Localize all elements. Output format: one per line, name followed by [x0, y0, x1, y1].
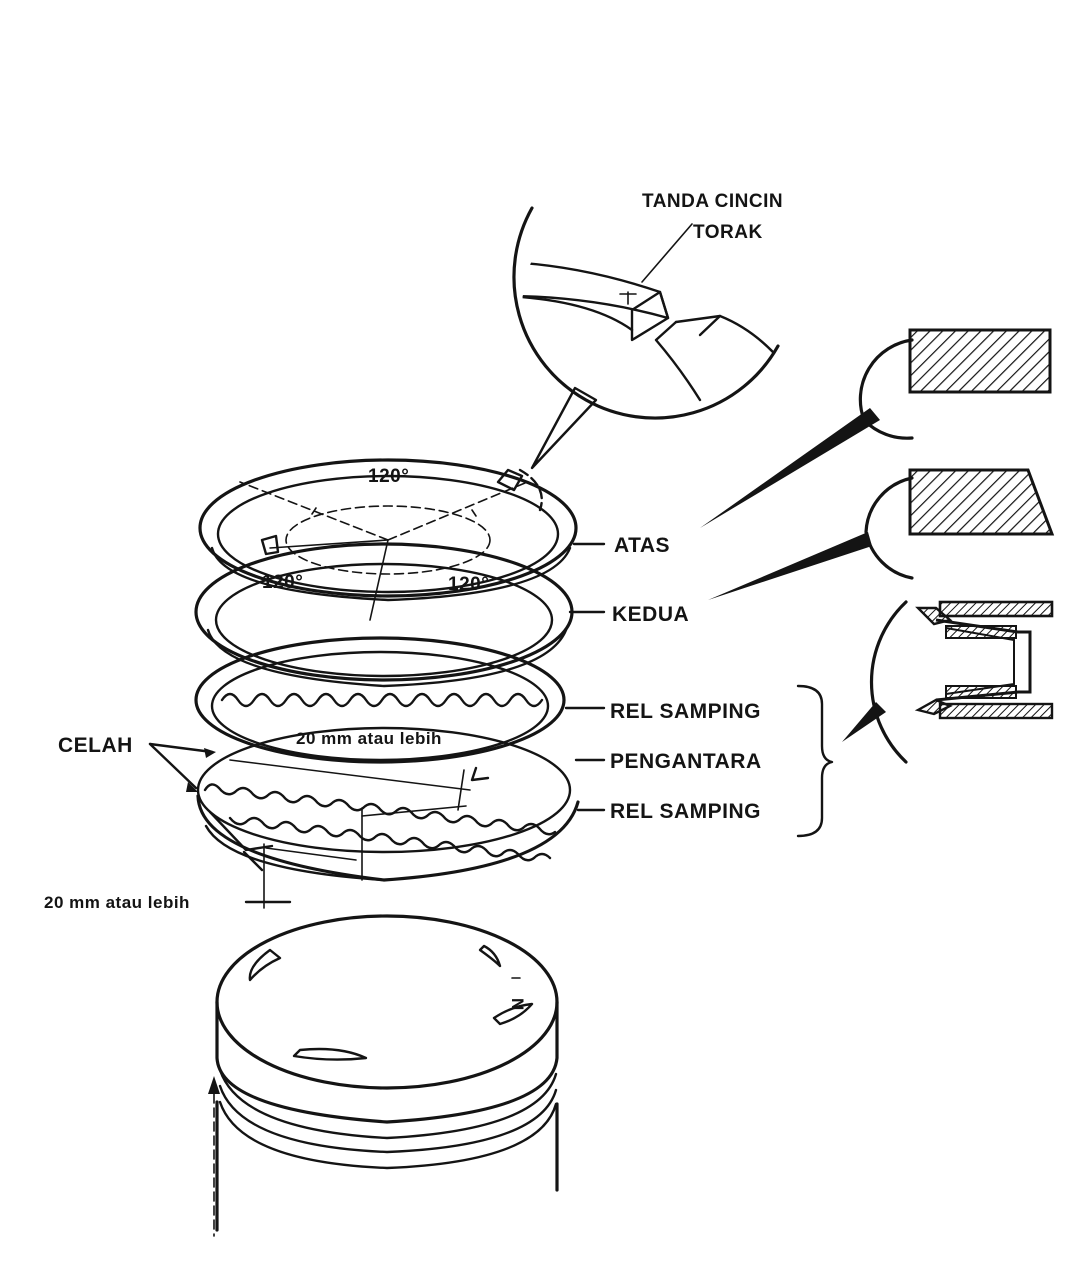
- label-rel-samping-lower: REL SAMPING: [610, 800, 761, 823]
- label-pengantara: PENGANTARA: [610, 750, 762, 773]
- ring-mark-label-line2: TORAK: [693, 222, 763, 243]
- lower-side-rail: [196, 794, 580, 882]
- top-ring-cross-section: [700, 328, 1052, 528]
- angle-reference-ellipse: [285, 505, 491, 575]
- label-atas: ATAS: [614, 534, 670, 557]
- second-ring-cross-section: [708, 468, 1055, 600]
- upper-side-rail: [194, 636, 566, 764]
- label-celah: CELAH: [58, 734, 133, 757]
- celah-leader-1: [148, 742, 214, 754]
- top-ring: [198, 458, 578, 598]
- label-distance-outer: 20 mm atau lebih: [44, 893, 190, 912]
- ring-stack: [194, 458, 580, 909]
- label-rel-samping-upper: REL SAMPING: [610, 700, 761, 723]
- label-distance-inner: 20 mm atau lebih: [296, 729, 442, 748]
- label-angle-top: 120°: [368, 466, 409, 487]
- spacer-ring: [196, 692, 572, 862]
- oil-ring-brace: [796, 684, 834, 838]
- ring-mark-magnifier: [512, 206, 782, 470]
- ring-mark-leader: [641, 223, 693, 283]
- piston: N: [208, 914, 559, 1237]
- oil-ring-cross-section: [842, 600, 1054, 764]
- label-angle-left: 120°: [262, 572, 303, 593]
- ring-mark-label-line1: TANDA CINCIN: [642, 191, 783, 212]
- piston-front-mark: N: [508, 998, 527, 1011]
- label-kedua: KEDUA: [612, 603, 689, 626]
- label-angle-right: 120°: [448, 574, 489, 595]
- distance-arrow-inner: [361, 805, 467, 817]
